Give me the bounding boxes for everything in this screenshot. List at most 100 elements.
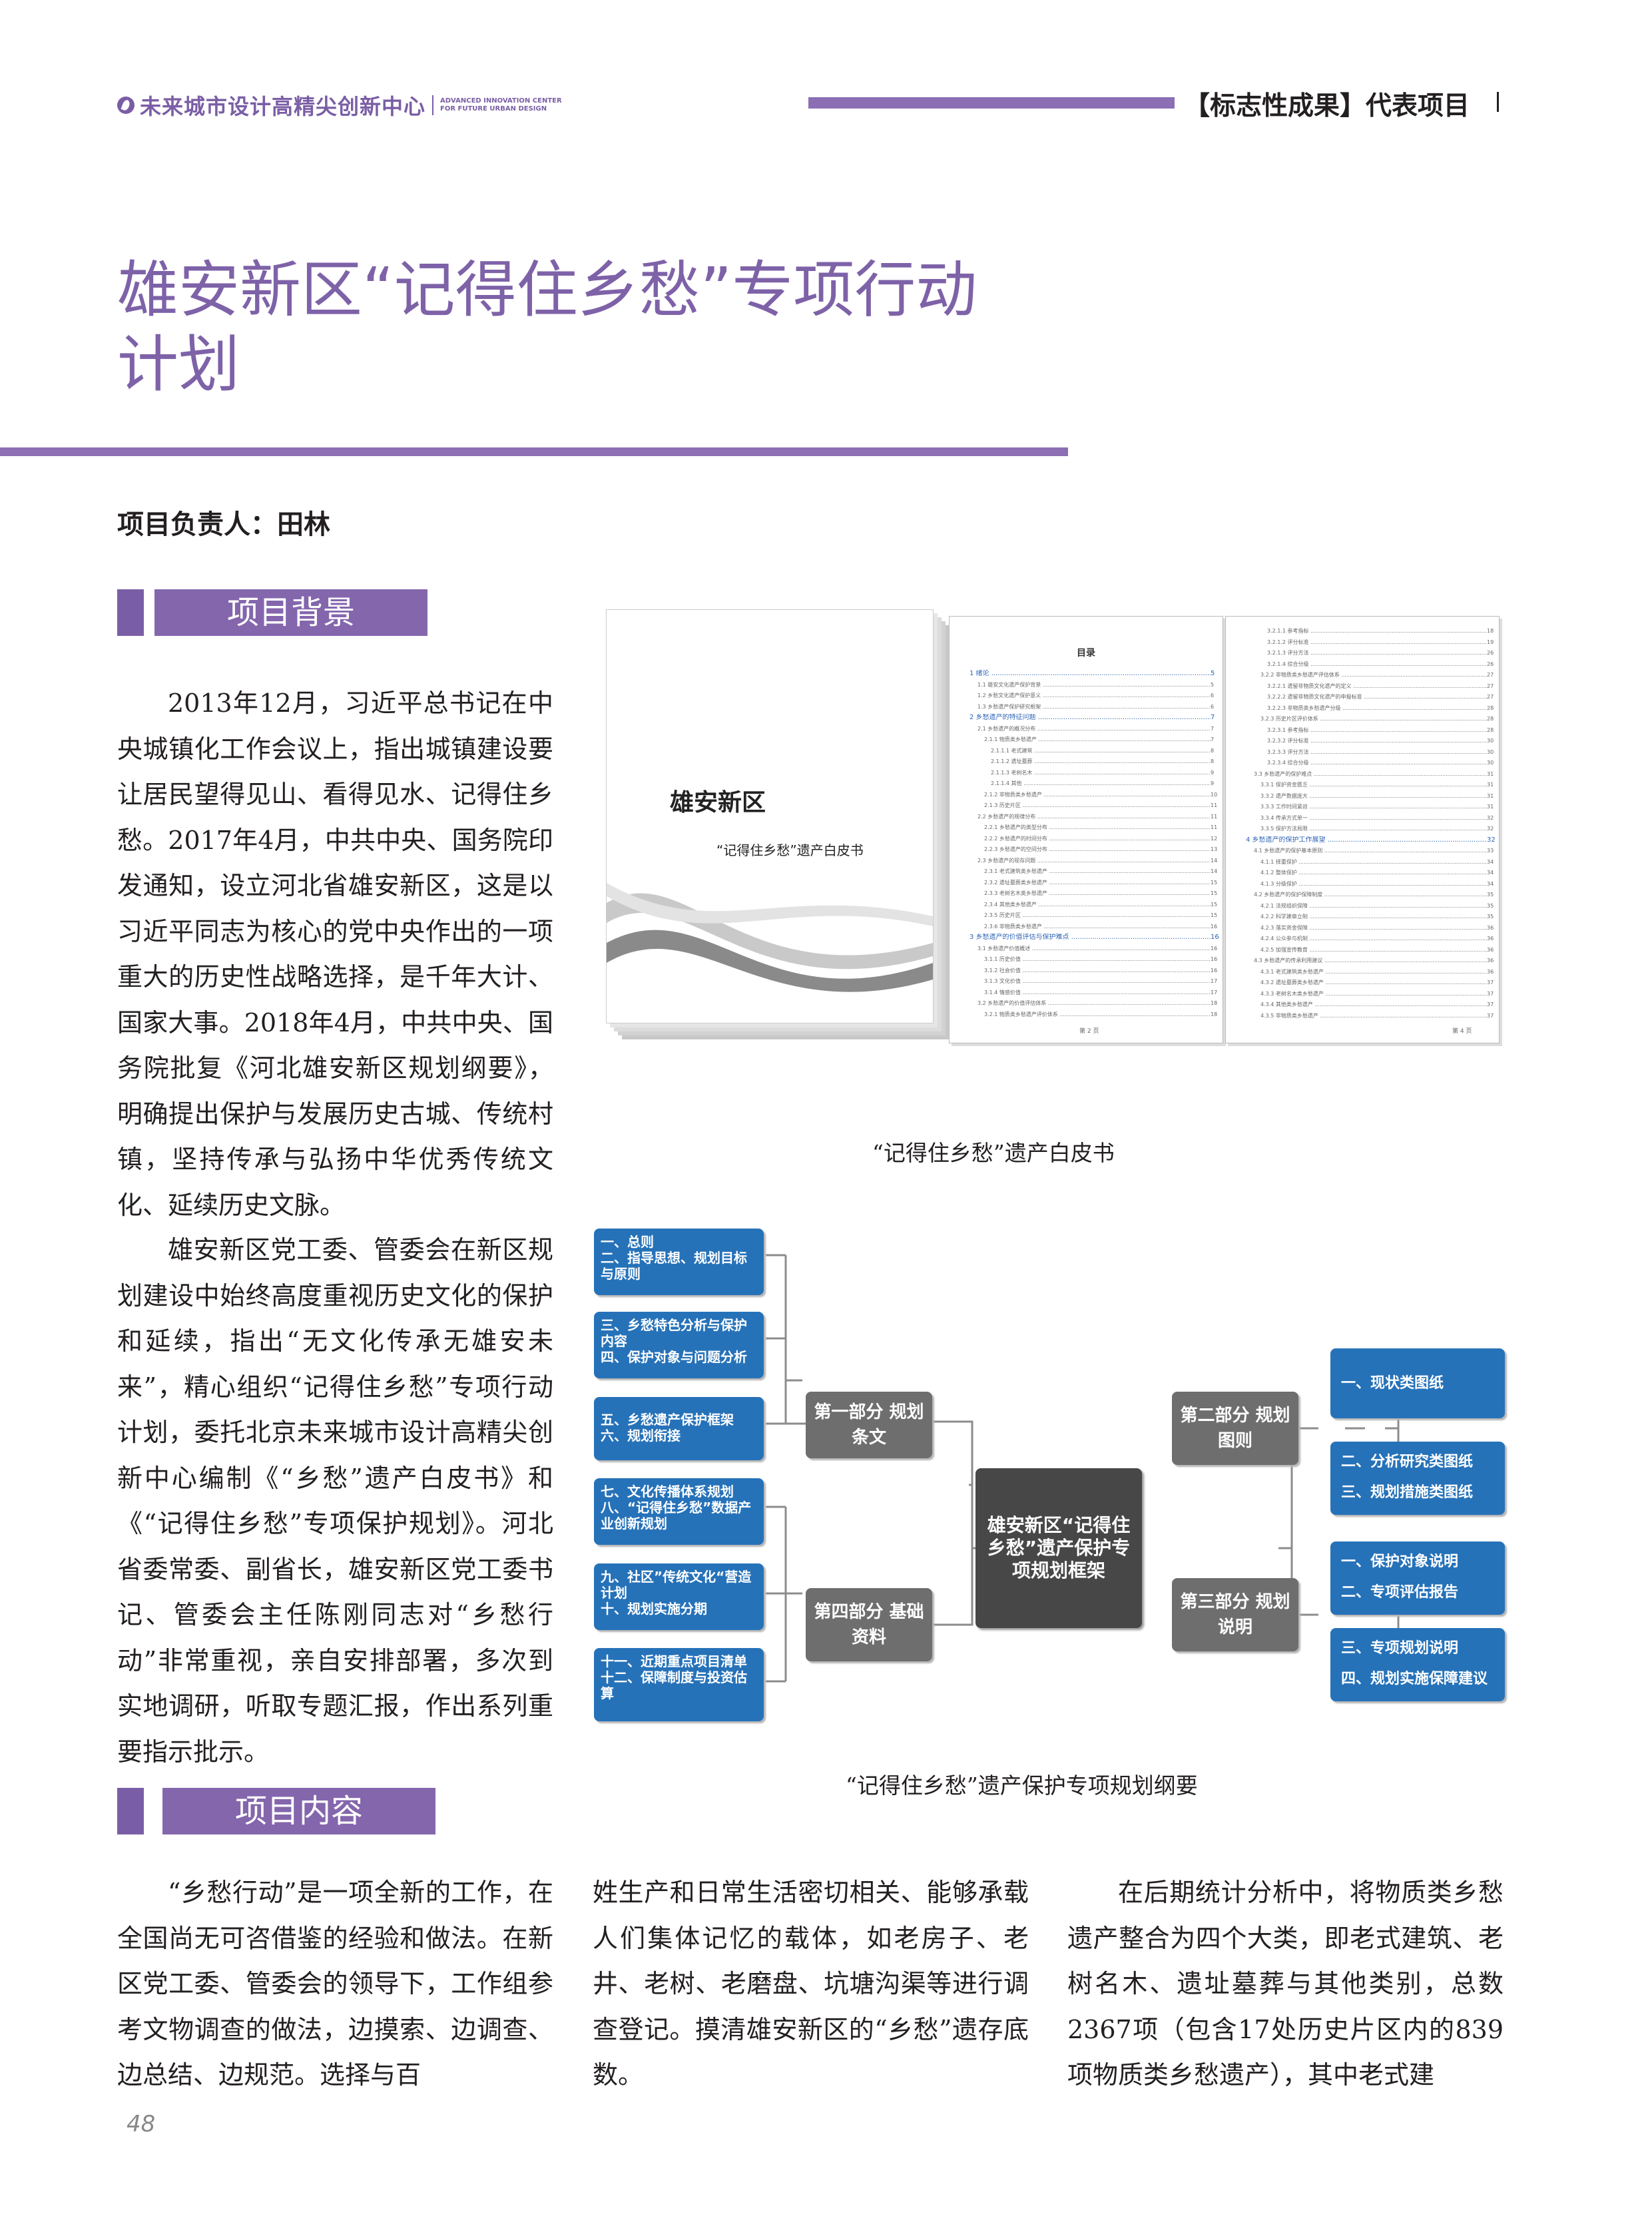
toc-entry: 1.2 乡愁文化遗产保护意义 .........................…	[977, 693, 1211, 698]
cover-wave-graphic	[607, 883, 933, 992]
toc-entry: 3.3.4 传承方式单一 ...........................…	[1260, 814, 1487, 821]
background-paragraph-1: 2013年12月，习近平总书记在中央城镇化工作会议上，指出城镇建设要让居民望得见…	[117, 689, 553, 1220]
toc-entry-page: 15	[1211, 912, 1218, 918]
toc-entry: 3.1 乡愁遗产价值概述 ...........................…	[977, 945, 1211, 952]
toc-entry-page: 14	[1211, 868, 1218, 874]
toc-entry: 2.3.4 其他类乡愁遗产 ..........................…	[984, 901, 1211, 908]
toc-entry: 2.3.2 遗址墓葬类乡愁遗产 ........................…	[984, 879, 1211, 886]
toc-entry-page: 31	[1487, 782, 1494, 788]
toc-entry-page: 28	[1487, 704, 1494, 711]
header-accent-bar	[808, 97, 1175, 109]
toc-entry: 3.2.1.2 评分标准 ...........................…	[1267, 639, 1487, 645]
project-leader: 项目负责人：田林	[117, 509, 330, 540]
toc-entry-page: 28	[1487, 726, 1494, 733]
toc-entry-page: 36	[1487, 968, 1494, 975]
toc-entry: 2.1.1.3 老树名木 ...........................…	[991, 769, 1211, 776]
section-marker	[117, 1788, 144, 1834]
toc-entry: 3.3.5 保护方法局限 ...........................…	[1260, 826, 1487, 832]
toc-entry: 2.2 乡愁遗产的规律分布 ..........................…	[977, 813, 1211, 820]
part-one-box: 第一部分 规划条文	[806, 1392, 932, 1458]
header-tick	[1497, 92, 1499, 112]
toc-entry-page: 11	[1211, 802, 1218, 808]
toc-entry: 3.2.2.2 遗留非物质文化遗产的申报标准 .................…	[1267, 694, 1487, 700]
toc-entry: 4.2 乡愁遗产的保护保障制度 ........................…	[1254, 892, 1487, 898]
cover-title: 雄安新区	[670, 789, 766, 816]
toc-entry-page: 11	[1211, 813, 1218, 820]
toc-entry: 4.2.4 公众参与机制 ...........................…	[1260, 936, 1487, 942]
toc-entry: 3.3.1 保护资金匮乏 ...........................…	[1260, 782, 1487, 788]
toc-entry: 4.2.1 法规组织保障 ...........................…	[1260, 902, 1487, 909]
toc-entry-page: 15	[1211, 901, 1218, 908]
toc-entry: 4.2.2 科学建章立制 ...........................…	[1260, 914, 1487, 920]
title-rule	[0, 447, 1068, 456]
toc-entry-page: 37	[1487, 990, 1494, 997]
toc-page-right: 第 4 页 3.2.1.1 参考指标 .....................…	[1225, 616, 1500, 1043]
toc-entry-page: 36	[1487, 924, 1494, 931]
toc-entry: 3.2.2 非物质类乡愁遗产评估体系 .....................…	[1260, 672, 1487, 678]
toc-entry: 3.1.1 历史价值 .............................…	[984, 956, 1211, 962]
toc-entry-page: 26	[1487, 661, 1494, 667]
outline-item: 七、文化传播体系规划	[601, 1484, 734, 1500]
outline-item-box: 五、乡愁遗产保护框架 六、规划衔接	[594, 1397, 764, 1460]
toc-entry: 3.2.3 历史片区评价体系 .........................…	[1260, 716, 1487, 722]
toc-entry-page: 16	[1211, 934, 1219, 941]
outline-item: 二、指导思想、规划目标与原则	[601, 1250, 747, 1282]
toc-entry: 2.3.6 非物质类乡愁遗产 .........................…	[984, 923, 1211, 930]
toc-entry-page: 6	[1211, 703, 1215, 710]
toc-entry-page: 27	[1487, 672, 1494, 678]
content-column-2: 姓生产和日常生活密切相关、能够承载人们集体记忆的载体，如老房子、老井、老树、老磨…	[593, 1878, 1029, 2090]
toc-entry-page: 13	[1211, 846, 1218, 852]
toc-entry: 3.2.2.1 遗留非物质文化遗产的定义 ...................…	[1267, 683, 1487, 689]
toc-entry: 4.3 乡愁遗产的传承利用建议 ........................…	[1254, 958, 1487, 964]
toc-entry: 3.2.1.3 评分方法 ...........................…	[1267, 650, 1487, 656]
outline-item: 九、社区”传统文化“营造计划	[601, 1569, 752, 1601]
toc-entry-page: 17	[1211, 978, 1218, 984]
part-three-box: 第三部分 规划说明	[1172, 1578, 1298, 1651]
toc-entry: 3.3.2 遗产数据庞大 ...........................…	[1260, 792, 1487, 799]
toc-page-number-right: 第 4 页	[1452, 1028, 1472, 1035]
toc-entry-page: 31	[1487, 792, 1494, 799]
toc-entry: 3.2.3.2 评分标准 ...........................…	[1267, 738, 1487, 744]
toc-entry: 2.1.1.1 老式建筑 ...........................…	[991, 747, 1211, 754]
outline-item-box: 三、乡愁特色分析与保护内容 四、保护对象与问题分析	[594, 1312, 764, 1378]
toc-entry: 3.2.1.1 参考指标 ...........................…	[1267, 628, 1487, 634]
toc-entry-page: 30	[1487, 748, 1494, 755]
toc-entry: 3.3 乡愁遗产的保护难点 ..........................…	[1254, 770, 1487, 777]
toc-entry-page: 5	[1211, 681, 1215, 688]
toc-entry-page: 34	[1487, 870, 1494, 876]
toc-entry: 3.2 乡愁遗产的价值评估体系 ........................…	[977, 1000, 1211, 1006]
drawing-item: 三、规划措施类图纸	[1341, 1484, 1474, 1501]
toc-entry: 3 乡愁遗产的价值评估与保护难点 .......................…	[969, 934, 1211, 941]
toc-entry-page: 15	[1211, 890, 1218, 896]
toc-entry: 4.3.5 非物质类乡愁遗产 .........................…	[1260, 1012, 1487, 1019]
toc-entry: 2.1.3 历史片区 .............................…	[984, 802, 1211, 808]
toc-entry: 3.1.4 情感价值 .............................…	[984, 989, 1211, 995]
outline-item: 十一、近期重点项目清单	[601, 1653, 747, 1669]
toc-entry-page: 34	[1487, 858, 1494, 865]
section-heading-content: 项目内容	[162, 1788, 435, 1834]
toc-entry: 4.1.2 整体保护 .............................…	[1260, 870, 1487, 876]
toc-entry: 4.2.5 加强宣传教育 ...........................…	[1260, 946, 1487, 953]
toc-entry: 3.3.3 工作时间紧迫 ...........................…	[1260, 804, 1487, 810]
article-title: 雄安新区“记得住乡愁”专项行动 计划	[117, 253, 1116, 402]
toc-entry-page: 33	[1487, 848, 1494, 854]
toc-entry: 3.1.2 社会价值 .............................…	[984, 967, 1211, 974]
toc-entry-page: 35	[1487, 914, 1494, 920]
toc-entry-page: 31	[1487, 770, 1494, 777]
toc-entry: 4.3.3 老树名木类乡愁遗产 ........................…	[1260, 990, 1487, 997]
toc-entry: 2.3.3 老树名木类乡愁遗产 ........................…	[984, 890, 1211, 896]
toc-entry: 4.1.3 分级保护 .............................…	[1260, 880, 1487, 887]
toc-entry-page: 7	[1211, 736, 1215, 742]
toc-entry: 3.2.3.1 参考指标 ...........................…	[1267, 726, 1487, 733]
drawing-item-box: 一、现状类图纸	[1330, 1348, 1505, 1418]
toc-entry-page: 32	[1487, 814, 1494, 821]
toc-entry-page: 35	[1487, 902, 1494, 909]
toc-entry: 4.3.2 遗址墓葬类乡愁遗产 ........................…	[1260, 979, 1487, 985]
explanation-item: 二、专项评估报告	[1341, 1584, 1459, 1601]
toc-entry-page: 26	[1487, 650, 1494, 656]
toc-entry: 2.1.1.2 遗址墓葬 ...........................…	[991, 758, 1211, 764]
toc-entry-page: 30	[1487, 738, 1494, 744]
toc-entry: 2.1 乡愁遗产的概况分布 ..........................…	[977, 725, 1211, 732]
toc-entry: 2.1.2 非物质类乡愁遗产 .........................…	[984, 791, 1211, 798]
drawing-item: 二、分析研究类图纸	[1341, 1454, 1474, 1470]
